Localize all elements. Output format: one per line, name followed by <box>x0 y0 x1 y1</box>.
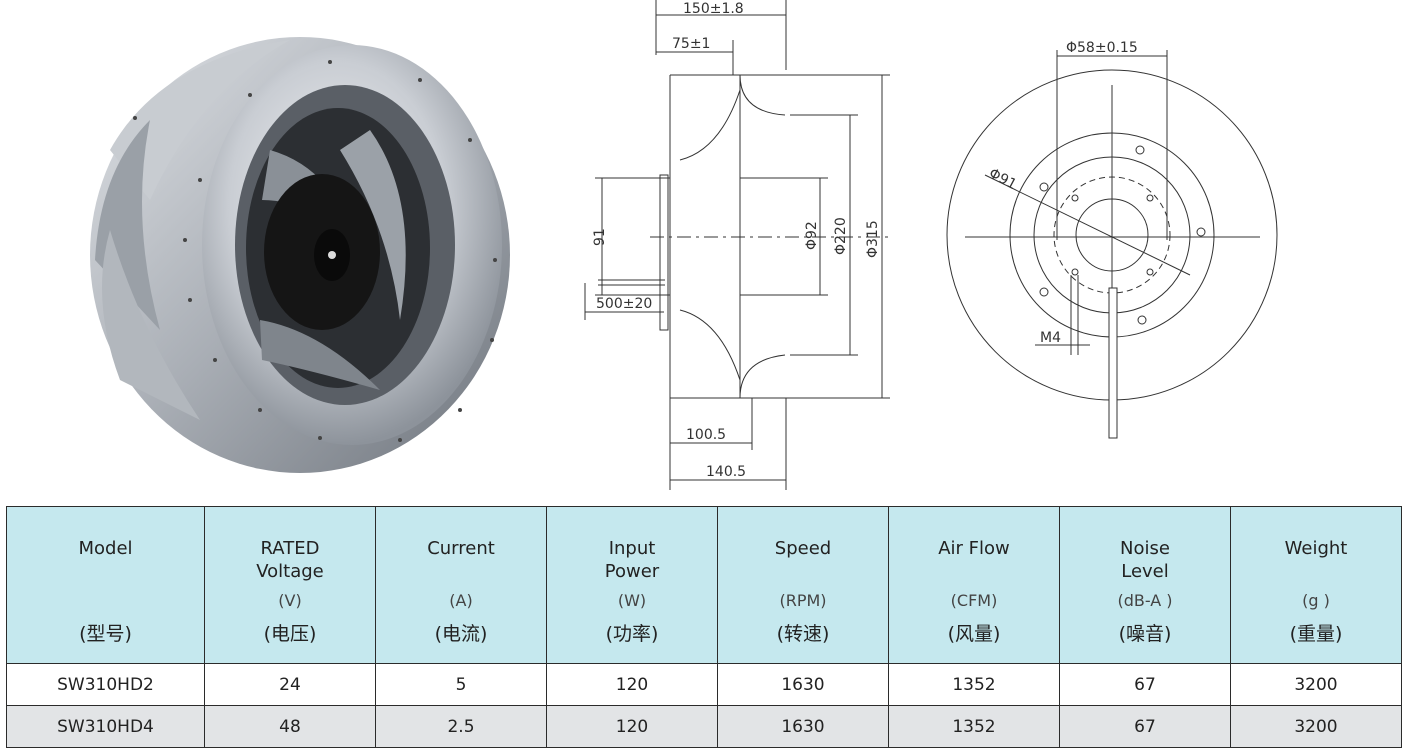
figures-area: 150±1.8 75±1 91 500±20 Φ92 Φ220 Φ315 100… <box>90 0 1278 490</box>
dim-overall-width: 150±1.8 <box>683 1 744 17</box>
header-name: Air Flow <box>938 538 1010 559</box>
header-name: Input Power <box>604 538 660 582</box>
header-unit: (V) <box>278 591 302 610</box>
table-cell: 1352 <box>888 705 1060 748</box>
side-view-labels: 150±1.8 75±1 91 500±20 Φ92 Φ220 Φ315 100… <box>592 1 881 480</box>
table-cell: 2.5 <box>375 705 547 748</box>
table-cell: 5 <box>375 663 547 706</box>
header-unit: (CFM) <box>950 591 998 610</box>
header-chinese: (风量) <box>947 623 1001 645</box>
table-cell: 120 <box>546 663 718 706</box>
table-cell: 3200 <box>1230 705 1402 748</box>
table-cell: 3200 <box>1230 663 1402 706</box>
header-cell: Model (型号) <box>6 506 205 664</box>
header-cell: Air Flow (CFM) (风量) <box>888 506 1060 664</box>
dim-half-width: 75±1 <box>672 36 710 52</box>
header-name: Noise Level <box>1120 538 1170 582</box>
table-cell: 67 <box>1059 663 1231 706</box>
header-unit: (g ) <box>1302 591 1330 610</box>
header-chinese: (转速) <box>776 623 830 645</box>
header-unit: (RPM) <box>779 591 827 610</box>
table-cell: 1630 <box>717 705 889 748</box>
fan-photo <box>90 37 510 473</box>
header-cell: Noise Level (dB-A ) (噪音) <box>1059 506 1231 664</box>
table-header-row: Model (型号) RATED Voltage (V) (电压) Current (A) (… <box>6 506 1402 664</box>
front-view-drawing <box>946 50 1278 439</box>
header-unit: (W) <box>617 591 647 610</box>
table-cell: 24 <box>204 663 376 706</box>
table-cell: SW310HD4 <box>6 705 205 748</box>
header-cell-content: RATED Voltage (V) (电压) <box>205 507 375 663</box>
header-chinese: (功率) <box>605 623 659 645</box>
header-unit: (dB-A ) <box>1117 591 1173 610</box>
dim-depth-1: 100.5 <box>686 427 726 443</box>
table-cell: SW310HD2 <box>6 663 205 706</box>
header-chinese: (重量) <box>1289 623 1343 645</box>
header-cell: Input Power (W) (功率) <box>546 506 718 664</box>
header-chinese: (型号) <box>79 623 132 645</box>
dim-d315: Φ315 <box>865 220 881 258</box>
header-cell-content: Speed (RPM) (转速) <box>718 507 888 663</box>
header-cell-content: Weight (g ) (重量) <box>1231 507 1401 663</box>
dim-lead-length: 500±20 <box>596 296 652 312</box>
side-view-drawing <box>584 0 890 490</box>
dim-depth-2: 140.5 <box>706 464 746 480</box>
header-cell: Current (A) (电流) <box>375 506 547 664</box>
dim-d91-side: 91 <box>592 228 608 246</box>
table-cell: 48 <box>204 705 376 748</box>
table-cell: 1630 <box>717 663 889 706</box>
header-cell-content: Air Flow (CFM) (风量) <box>889 507 1059 663</box>
dim-d58: Φ58±0.15 <box>1066 40 1138 56</box>
header-chinese: (噪音) <box>1118 623 1172 645</box>
table-cell: 1352 <box>888 663 1060 706</box>
table-cell: 67 <box>1059 705 1231 748</box>
header-name: Weight <box>1284 538 1348 559</box>
spec-table: Model (型号) RATED Voltage (V) (电压) Current (A) (… <box>6 506 1402 748</box>
header-name: Speed <box>774 538 832 559</box>
dim-d220: Φ220 <box>833 217 849 255</box>
dim-m4: M4 <box>1040 330 1061 346</box>
header-cell: Weight (g ) (重量) <box>1230 506 1402 664</box>
header-name: Model <box>78 538 133 559</box>
table-cell: 120 <box>546 705 718 748</box>
dim-d92: Φ92 <box>804 221 820 250</box>
header-cell: Speed (RPM) (转速) <box>717 506 889 664</box>
header-cell-content: Input Power (W) (功率) <box>547 507 717 663</box>
header-chinese: (电流) <box>434 623 488 645</box>
header-cell-content: Current (A) (电流) <box>376 507 546 663</box>
header-cell: RATED Voltage (V) (电压) <box>204 506 376 664</box>
header-cell-content: Model (型号) <box>7 507 204 663</box>
header-unit: (A) <box>449 591 473 610</box>
header-cell-content: Noise Level (dB-A ) (噪音) <box>1060 507 1230 663</box>
header-name: RATED Voltage <box>256 538 324 582</box>
header-name: Current <box>427 538 495 559</box>
header-chinese: (电压) <box>263 623 317 645</box>
